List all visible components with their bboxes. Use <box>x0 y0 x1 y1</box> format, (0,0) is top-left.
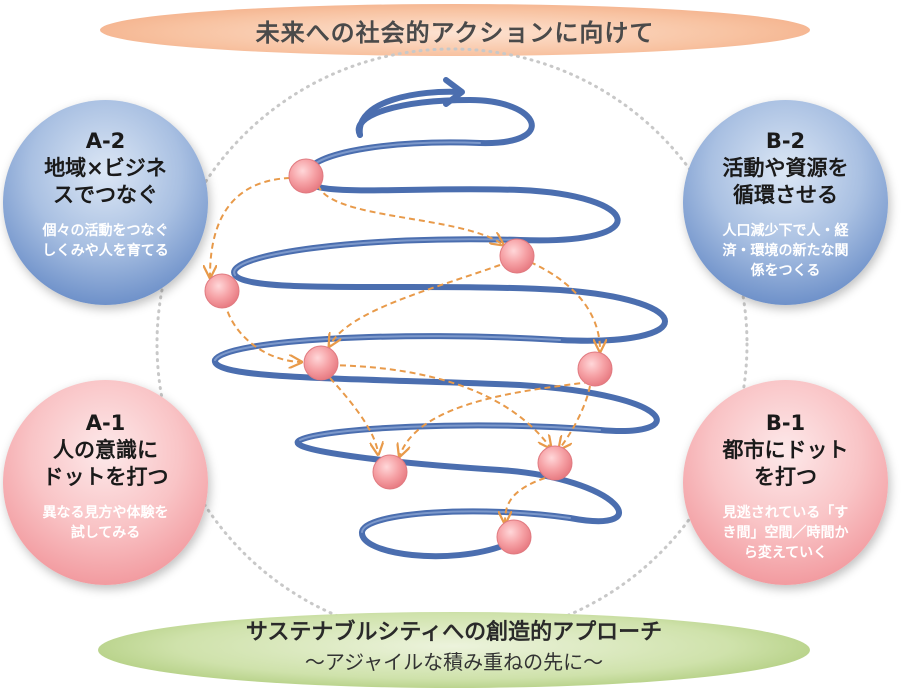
circle-a2: A-2 地域×ビジネ スでつなぐ 個々の活動をつなぐ しくみや人を育てる <box>3 100 208 305</box>
circle-b1-code: B-1 <box>765 411 806 435</box>
dot <box>496 519 532 555</box>
top-banner <box>100 4 810 56</box>
bottom-banner-subtitle: 〜アジャイルな積み重ねの先に〜 <box>304 650 604 674</box>
circle-a2-title: 地域×ビジネ スでつなぐ <box>44 156 167 207</box>
spiral-loop-2 <box>294 422 622 525</box>
connection-arrows <box>210 177 600 522</box>
circle-a2-code: A-2 <box>85 129 126 153</box>
circle-a2-desc: 個々の活動をつなぐ しくみや人を育てる <box>42 223 169 259</box>
top-banner-title: 未来への社会的アクションに向けて <box>255 18 655 47</box>
circle-b1: B-1 都市にドット を打つ 見逃されている「す き間」空間／時間か ら変えてい… <box>683 380 888 585</box>
bottom-banner <box>98 612 810 688</box>
dot <box>537 445 573 481</box>
bottom-banner-title: サステナブルシティへの創造的アプローチ <box>245 620 663 645</box>
circle-b1-title: 都市にドット を打つ <box>722 438 849 489</box>
spiral <box>212 96 668 560</box>
dot <box>499 238 535 274</box>
guide-circle <box>155 47 749 641</box>
spiral-loop-5 <box>301 139 621 244</box>
dot <box>577 351 613 387</box>
spiral-loop-4 <box>231 236 668 344</box>
circle-a1-code: A-1 <box>85 411 126 435</box>
circle-b1-desc: 見逃されている「す き間」空間／時間か ら変えていく <box>722 505 849 561</box>
circle-a1: A-1 人の意識に ドットを打つ 異なる見方や体験を 試してみる <box>3 380 208 585</box>
spiral-loop-6 <box>355 96 535 147</box>
circle-a1-desc: 異なる見方や体験を 試してみる <box>42 505 169 541</box>
dot <box>204 273 240 309</box>
dots <box>204 158 613 555</box>
spiral-arrow-icon <box>356 77 465 138</box>
circle-b2-desc: 人口減少下で人・経 済・環境の新たな関 係をつくる <box>722 223 849 279</box>
dot <box>288 158 324 194</box>
dot <box>303 345 339 381</box>
circle-b2-title: 活動や資源を 循環させる <box>722 156 849 207</box>
circle-b2: B-2 活動や資源を 循環させる 人口減少下で人・経 済・環境の新たな関 係をつ… <box>683 100 888 305</box>
dot <box>372 454 408 490</box>
circle-b2-code: B-2 <box>765 129 806 153</box>
circle-a1-title: 人の意識に ドットを打つ <box>42 438 169 489</box>
